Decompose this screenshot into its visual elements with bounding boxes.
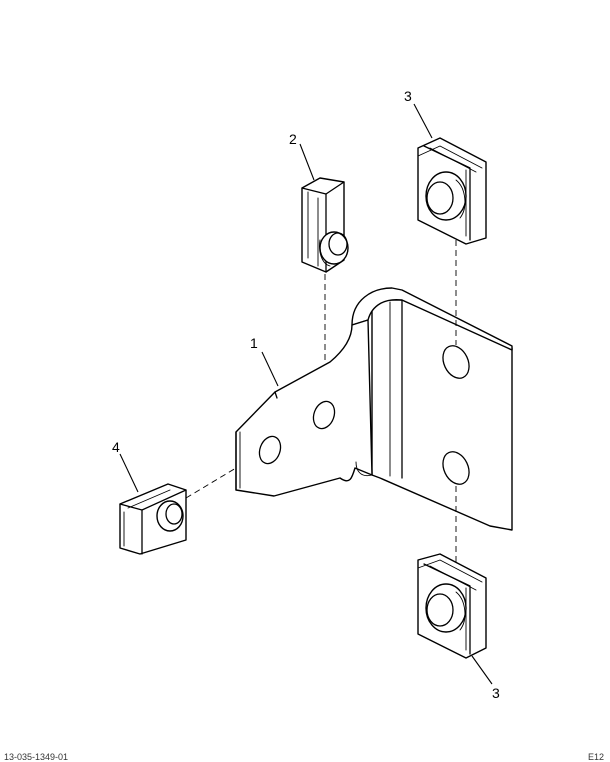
callout-3-top: 3: [404, 88, 412, 104]
callout-3-bottom: 3: [492, 685, 500, 701]
callout-2: 2: [289, 131, 297, 147]
bracket-part-1: [235, 287, 513, 531]
cage-nut-part-3-bottom: [417, 553, 487, 659]
clip-nut-part-4: [119, 483, 187, 555]
assembly-lines: [185, 240, 457, 562]
leader-lines: [119, 103, 493, 685]
clip-nut-part-2: [301, 177, 349, 273]
figure-code: 13-035-1349-01: [4, 752, 69, 762]
callout-4: 4: [112, 439, 120, 455]
cage-nut-part-3-top: [417, 137, 487, 245]
page-code: E12: [588, 752, 605, 762]
callout-1: 1: [250, 335, 258, 351]
